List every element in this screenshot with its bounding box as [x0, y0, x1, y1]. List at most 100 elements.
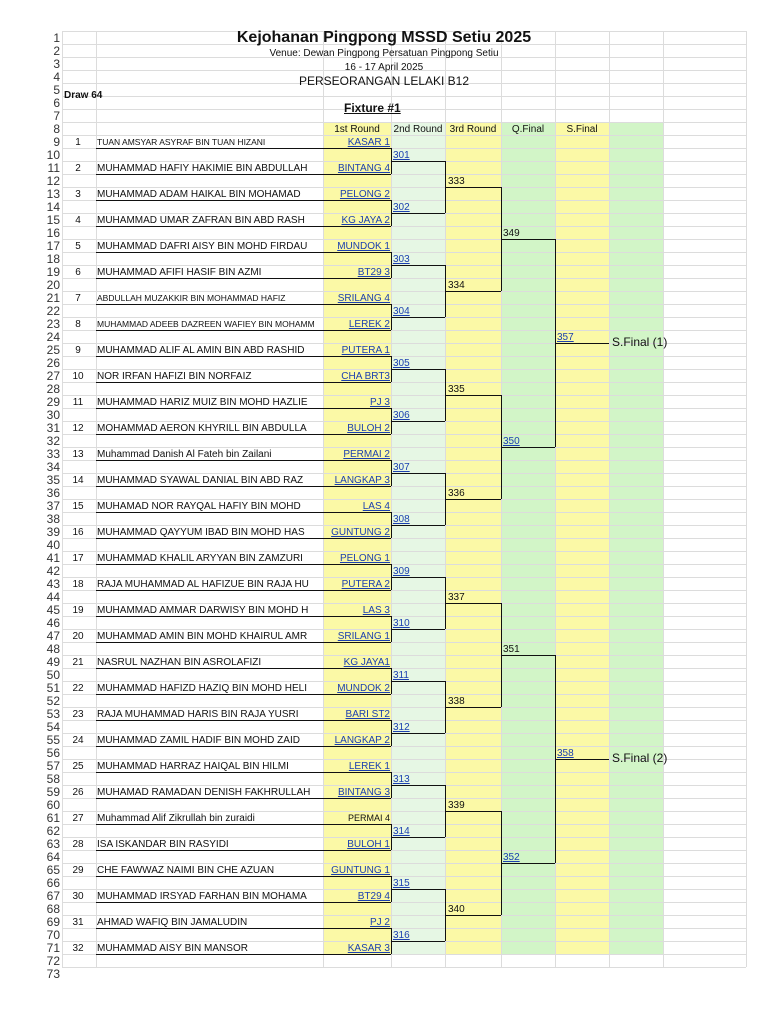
bracket-line — [391, 733, 445, 734]
match-number-r2[interactable]: 316 — [393, 930, 410, 941]
player-school-link[interactable]: PJ 2 — [369, 917, 390, 928]
match-number-r2[interactable]: 303 — [393, 254, 410, 265]
match-number-r2[interactable]: 315 — [393, 878, 410, 889]
row-number: 69 — [46, 914, 60, 929]
player-school-link[interactable]: KG JAYA1 — [343, 657, 390, 668]
grid-row-line — [62, 811, 746, 812]
player-name: NOR IRFAN HAFIZI BIN NORFAIZ — [97, 371, 252, 382]
grid-row-line — [62, 902, 746, 903]
player-underline — [96, 642, 391, 643]
player-school-link[interactable]: LANGKAP 2 — [334, 735, 390, 746]
player-school-link[interactable]: SRILANG 4 — [337, 293, 390, 304]
match-number-r3: 338 — [448, 696, 465, 707]
player-underline — [96, 538, 391, 539]
match-number-qf: 349 — [503, 228, 520, 239]
grid-row-line — [62, 148, 746, 149]
row-number: 51 — [46, 680, 60, 695]
match-number-r2[interactable]: 312 — [393, 722, 410, 733]
player-number: 17 — [72, 553, 84, 564]
bracket-line — [391, 941, 445, 942]
player-school-link[interactable]: BULOH 1 — [347, 839, 390, 850]
player-school-link[interactable]: KG JAYA 2 — [341, 215, 390, 226]
player-school-link[interactable]: CHA BRT3 — [341, 371, 390, 382]
player-school-link[interactable]: GUNTUNG 2 — [331, 527, 390, 538]
player-school-link[interactable]: PJ 3 — [369, 397, 390, 408]
match-number-r2[interactable]: 307 — [393, 462, 410, 473]
player-school-link[interactable]: PUTERA 1 — [341, 345, 390, 356]
match-number-r2[interactable]: 306 — [393, 410, 410, 421]
player-school-link[interactable]: LAS 4 — [362, 501, 390, 512]
match-number-sf[interactable]: 357 — [557, 332, 574, 343]
grid-row-line — [62, 798, 746, 799]
match-number-r3: 339 — [448, 800, 465, 811]
player-underline — [96, 330, 391, 331]
player-name: Muhammad Danish Al Fateh bin Zailani — [97, 449, 272, 460]
player-number: 3 — [75, 189, 81, 200]
match-number-r2[interactable]: 311 — [393, 670, 409, 681]
match-number-r2[interactable]: 302 — [393, 202, 410, 213]
player-number: 21 — [72, 657, 84, 668]
grid-row-line — [62, 928, 746, 929]
grid-row-line — [62, 642, 746, 643]
player-school-link[interactable]: BARI ST2 — [345, 709, 390, 720]
grid-row-line — [62, 174, 746, 175]
player-number: 24 — [72, 735, 84, 746]
player-school-link[interactable]: MUNDOK 1 — [337, 241, 390, 252]
match-number-qf[interactable]: 352 — [503, 852, 520, 863]
grid-row-line — [62, 759, 746, 760]
row-number: 8 — [53, 121, 60, 136]
player-school-link[interactable]: PELONG 2 — [339, 189, 390, 200]
match-number-r2[interactable]: 310 — [393, 618, 410, 629]
match-number-r2[interactable]: 301 — [393, 150, 410, 161]
player-school-link[interactable]: PERMAI 2 — [343, 449, 390, 460]
bracket-line — [391, 473, 445, 474]
match-number-r2[interactable]: 313 — [393, 774, 410, 785]
player-school-link[interactable]: BT29 3 — [357, 267, 390, 278]
match-number-sf[interactable]: 358 — [557, 748, 574, 759]
player-number: 22 — [72, 683, 84, 694]
player-number: 8 — [75, 319, 81, 330]
grid-col-line — [555, 31, 556, 967]
row-number: 45 — [46, 602, 60, 617]
bracket-line — [391, 577, 445, 578]
player-school-link: PERMAI 4 — [347, 813, 390, 823]
player-name: CHE FAWWAZ NAIMI BIN CHE AZUAN — [97, 865, 275, 876]
semifinal-label: S.Final (2) — [612, 751, 668, 765]
row-number: 17 — [46, 238, 60, 253]
player-number: 12 — [72, 423, 84, 434]
player-name: Muhammad Alif Zikrullah bin zuraidi — [97, 813, 255, 824]
player-underline — [96, 746, 391, 747]
player-school-link[interactable]: KASAR 1 — [347, 137, 390, 148]
row-number: 35 — [46, 472, 60, 487]
player-school-link[interactable]: LANGKAP 3 — [334, 475, 390, 486]
player-school-link[interactable]: MUNDOK 2 — [337, 683, 390, 694]
grid-row-line — [62, 70, 746, 71]
player-school-link[interactable]: BULOH 2 — [347, 423, 390, 434]
player-school-link[interactable]: KASAR 3 — [347, 943, 390, 954]
grid-row-line — [62, 460, 746, 461]
row-number: 30 — [46, 407, 60, 422]
player-number: 15 — [72, 501, 84, 512]
player-school-link[interactable]: BINTANG 3 — [337, 787, 390, 798]
player-school-link[interactable]: PUTERA 2 — [341, 579, 390, 590]
match-number-r2[interactable]: 305 — [393, 358, 410, 369]
match-number-r2[interactable]: 314 — [393, 826, 410, 837]
player-school-link[interactable]: LAS 3 — [362, 605, 390, 616]
grid-row-line — [62, 772, 746, 773]
player-school-link[interactable]: PELONG 1 — [339, 553, 390, 564]
row-number: 15 — [46, 212, 60, 227]
player-school-link[interactable]: SRILANG 1 — [337, 631, 390, 642]
player-name: MUHAMMAD AISY BIN MANSOR — [97, 943, 248, 954]
grid-row-line — [62, 746, 746, 747]
player-school-link[interactable]: LEREK 2 — [348, 319, 390, 330]
match-number-r2[interactable]: 309 — [393, 566, 410, 577]
match-number-qf[interactable]: 350 — [503, 436, 520, 447]
match-number-r2[interactable]: 308 — [393, 514, 410, 525]
match-number-r2[interactable]: 304 — [393, 306, 410, 317]
row-number: 53 — [46, 706, 60, 721]
player-school-link[interactable]: BT29 4 — [357, 891, 390, 902]
bracket-line — [501, 863, 555, 864]
player-school-link[interactable]: LEREK 1 — [348, 761, 390, 772]
player-school-link[interactable]: BINTANG 4 — [337, 163, 390, 174]
player-school-link[interactable]: GUNTUNG 1 — [331, 865, 390, 876]
